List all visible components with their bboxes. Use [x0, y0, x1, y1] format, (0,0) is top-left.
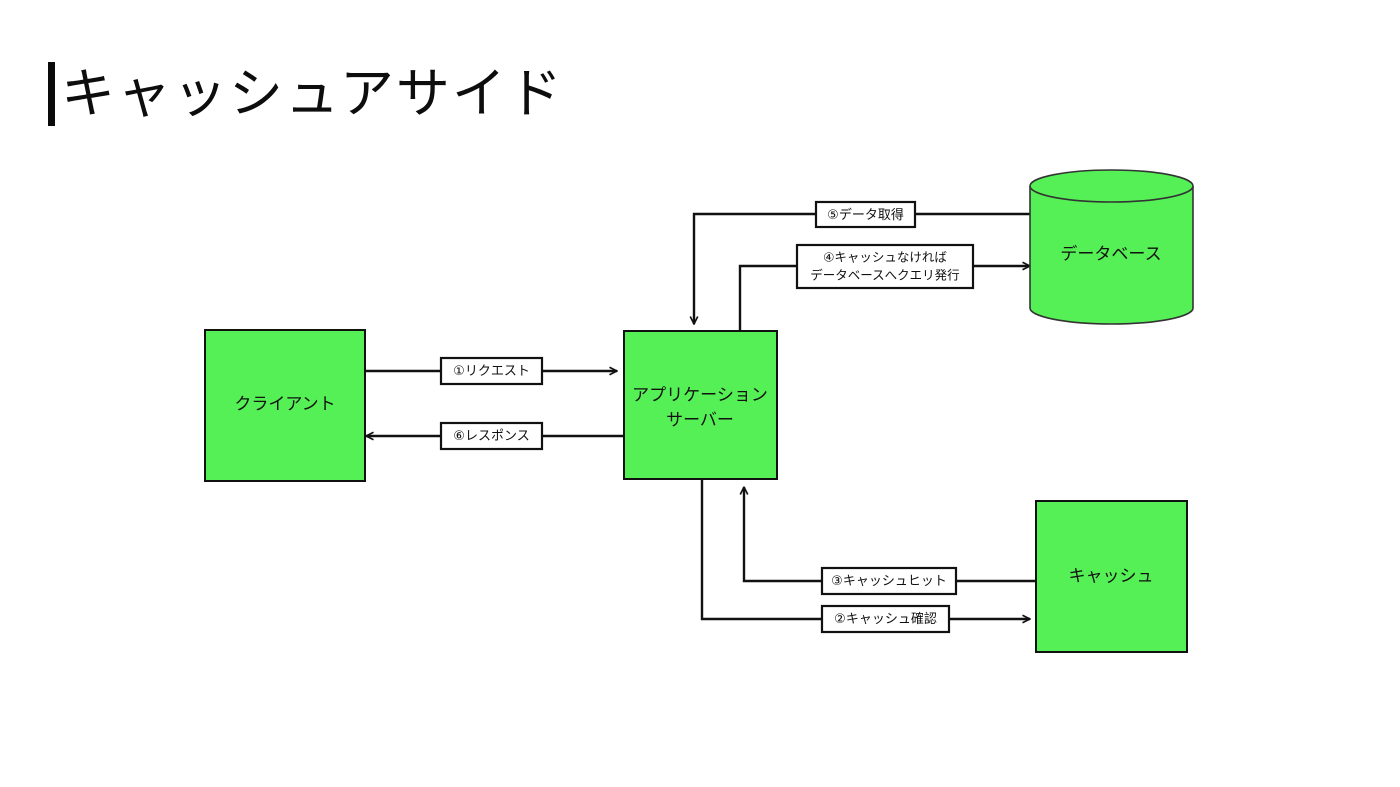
node-app-server-label-line1: アプリケーション [632, 385, 768, 404]
edge-label-4-text-line1: ④キャッシュなければ [823, 250, 947, 264]
edge-label-4: ④キャッシュなければ データベースへクエリ発行 [795, 243, 975, 290]
edge-label-6: ⑥レスポンス [439, 421, 544, 451]
edge-label-3-text: ③キャッシュヒット [831, 573, 947, 588]
edge-label-3: ③キャッシュヒット [820, 566, 958, 596]
edge-label-2: ②キャッシュ確認 [820, 604, 951, 634]
edge-label-4-text-line2: データベースへクエリ発行 [810, 267, 959, 282]
node-cache-label: キャッシュ [1069, 566, 1154, 585]
page-title: キャッシュアサイド [48, 58, 564, 130]
node-cache[interactable]: キャッシュ [1035, 500, 1188, 653]
node-database[interactable]: データベース [1029, 169, 1194, 325]
title-text: キャッシュアサイド [61, 64, 564, 124]
node-app-server[interactable]: アプリケーション サーバー [623, 330, 778, 480]
node-database-label: データベース [1060, 243, 1161, 263]
edge-label-5: ⑤データ取得 [814, 200, 917, 229]
edge-label-1-text: ①リクエスト [453, 363, 530, 378]
title-accent-bar [48, 62, 55, 126]
edge-label-6-text: ⑥レスポンス [453, 428, 529, 443]
edge-label-5-text: ⑤データ取得 [827, 207, 904, 222]
node-client[interactable]: クライアント [204, 329, 366, 482]
node-app-server-label-line2: サーバー [666, 410, 734, 429]
connector-5-data-fetch [694, 212, 1030, 324]
edge-label-2-text: ②キャッシュ確認 [834, 611, 937, 626]
node-client-label: クライアント [234, 394, 335, 413]
edge-label-1: ①リクエスト [439, 356, 544, 386]
connector-2-cache-check [700, 479, 1030, 619]
